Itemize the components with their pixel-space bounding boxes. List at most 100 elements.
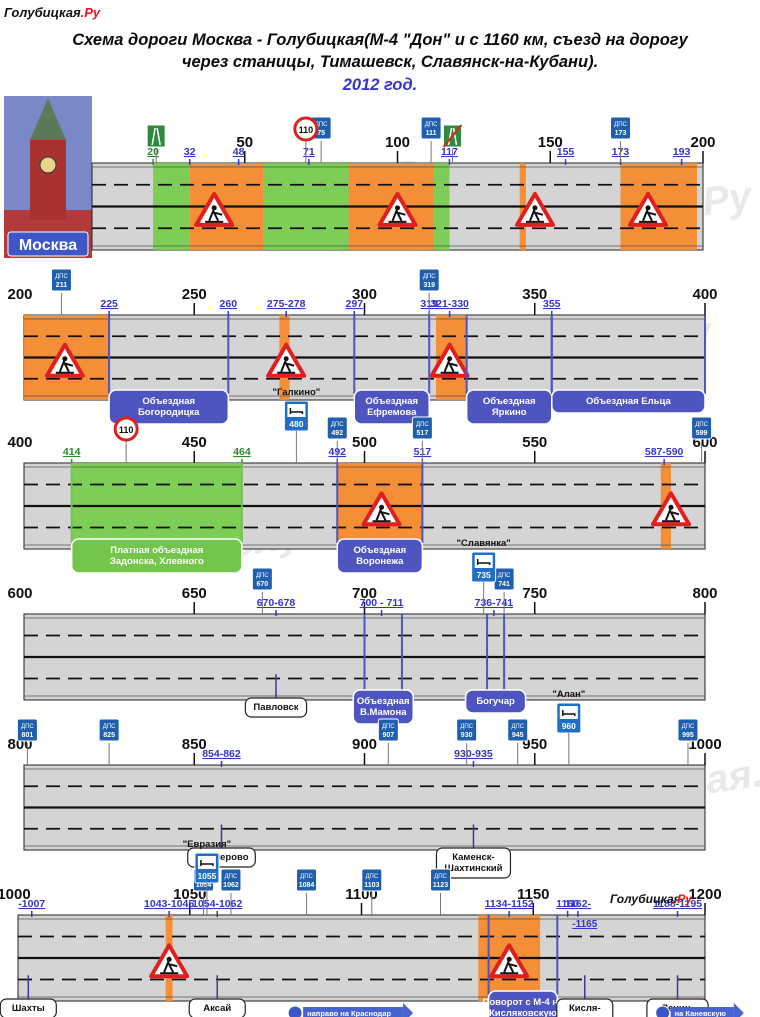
road-works-icon xyxy=(194,191,235,227)
bypass-label: Ефремова xyxy=(367,407,417,418)
bypass-box: Объездная Ельца xyxy=(551,389,706,414)
km-label: 850 xyxy=(182,736,207,753)
dps-caption: ДПС xyxy=(382,724,395,730)
marker-label: 48 xyxy=(233,146,245,158)
km-label: 650 xyxy=(182,585,207,602)
bypass-label: В.Мамона xyxy=(360,707,407,718)
city-badge xyxy=(7,231,89,257)
town-box: Кисля-ковская xyxy=(556,998,614,1017)
km-label: 900 xyxy=(352,736,377,753)
svg-text:.Ру: .Ру xyxy=(674,892,693,906)
marker-label: 71 xyxy=(303,146,315,158)
dps-caption: ДПС xyxy=(103,724,116,730)
dps-caption: ДПС xyxy=(425,122,438,128)
bypass-label: Объездная xyxy=(483,396,536,407)
dps-km: 517 xyxy=(417,430,429,437)
marker-label: 1043-1045 xyxy=(144,898,194,910)
marker-label: 117 xyxy=(441,146,458,158)
marker-label: 297 xyxy=(346,298,364,310)
marker-label: 700 - 711 xyxy=(360,597,404,609)
dps-km: 945 xyxy=(512,732,524,739)
dps-caption: ДПС xyxy=(682,724,695,730)
arrow-right-icon xyxy=(303,1007,404,1017)
dps-km: 930 xyxy=(461,732,473,739)
km-label: 600 xyxy=(7,585,32,602)
arrow-right-icon xyxy=(670,1007,734,1017)
dps-caption: ДПС xyxy=(300,874,313,880)
dps-km: 211 xyxy=(56,282,67,289)
tower-spire xyxy=(30,98,66,140)
hotel-km: 1055 xyxy=(197,871,216,881)
town-box: Павловск xyxy=(244,697,308,718)
km-label: 100 xyxy=(385,134,410,151)
hotel-name: "Галкино" xyxy=(273,387,321,398)
road-works-icon xyxy=(44,342,85,378)
marker-label: 321-330 xyxy=(430,298,469,310)
dps-km: 173 xyxy=(615,130,627,137)
dps-km: 1123 xyxy=(433,882,448,889)
marker-label: 464 xyxy=(233,446,251,458)
bypass-label: Объездная xyxy=(365,396,418,407)
motorway-start-icon xyxy=(146,124,166,163)
road-works-icon xyxy=(149,943,190,979)
town-label: Аксай xyxy=(203,1003,231,1014)
km-label: 200 xyxy=(7,286,32,303)
km-label: 750 xyxy=(522,585,547,602)
dps-km: 801 xyxy=(22,732,34,739)
road-works-icon xyxy=(489,943,530,979)
direction-arrow: на Каневскую xyxy=(655,1003,744,1017)
dps-post-icon: ДПС 111 xyxy=(420,116,442,140)
dps-km: 741 xyxy=(498,581,510,588)
town-label: Кисля- xyxy=(569,1003,601,1014)
town-label: Миллерово xyxy=(194,852,248,863)
marker-label: 736-741 xyxy=(475,597,514,609)
km-label: 250 xyxy=(182,286,207,303)
dps-caption: ДПС xyxy=(416,422,429,428)
hotel-km: 735 xyxy=(477,570,491,580)
roundabout-icon xyxy=(655,1005,671,1017)
dps-km: 492 xyxy=(331,430,343,437)
dps-caption: ДПС xyxy=(365,874,378,880)
marker-label: 275-278 xyxy=(267,298,306,310)
bypass-label: Богородицка xyxy=(138,407,200,418)
marker-label: 1134-1152 xyxy=(485,898,534,910)
marker-label: 225 xyxy=(100,298,118,310)
road-works-icon xyxy=(361,491,402,527)
dps-post-icon: ДПС 741 xyxy=(493,567,515,591)
dps-km: 995 xyxy=(682,732,694,739)
bypass-label: Объездная xyxy=(142,396,195,407)
dps-caption: ДПС xyxy=(614,122,627,128)
direction-arrow: направо на Краснодар xyxy=(287,1003,414,1017)
bypass-box: Богучар xyxy=(464,689,527,714)
dps-caption: ДПС xyxy=(423,274,436,280)
dps-km: 111 xyxy=(426,130,437,137)
km-label: 400 xyxy=(7,434,32,451)
dps-caption: ДПС xyxy=(511,724,524,730)
dps-caption: ДПС xyxy=(695,422,708,428)
dps-caption: ДПС xyxy=(55,274,68,280)
marker-label: -1165 xyxy=(572,919,597,930)
km-label: 950 xyxy=(522,736,547,753)
km-label: 150 xyxy=(538,134,563,151)
hotel-icon: "Алан"960 xyxy=(552,689,585,765)
dps-caption: ДПС xyxy=(225,874,238,880)
dps-post-icon: ДПС 517 xyxy=(411,416,433,440)
km-label: 1000 xyxy=(0,886,31,903)
km-label: 300 xyxy=(352,286,377,303)
bypass-label: Объездная xyxy=(357,696,410,707)
dps-caption: ДПС xyxy=(498,573,511,579)
marker-label: 414 xyxy=(63,446,81,458)
hotel-icon: "Евразия"1055 xyxy=(183,839,231,915)
